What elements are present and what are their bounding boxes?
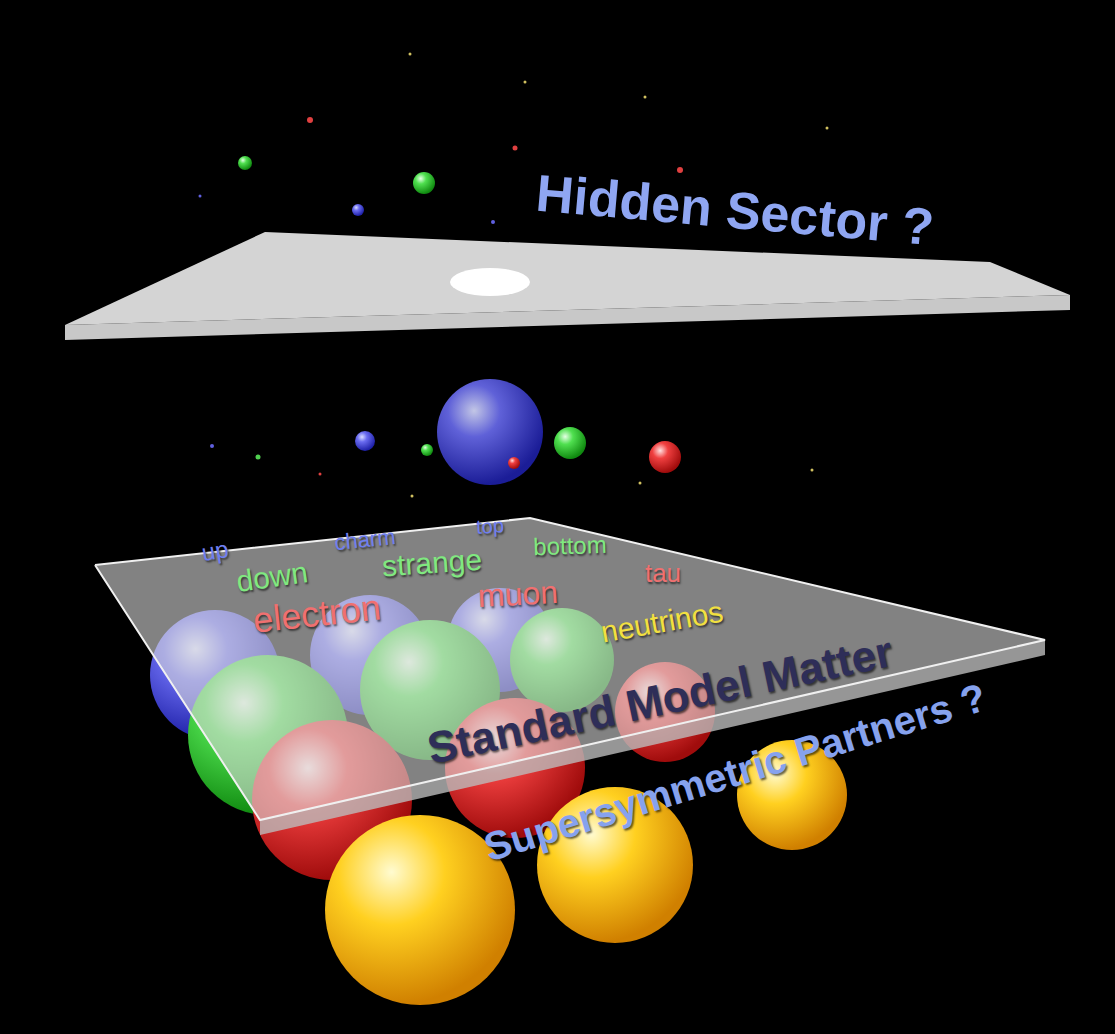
lepton-label: muon: [477, 576, 559, 612]
sector-label: Hidden Sector ?: [534, 167, 936, 254]
quark-label: up: [200, 537, 230, 565]
lepton-label: tau: [645, 560, 681, 586]
quark-label: bottom: [533, 533, 607, 560]
quark-label: top: [476, 515, 505, 536]
quark-label: strange: [381, 545, 483, 582]
